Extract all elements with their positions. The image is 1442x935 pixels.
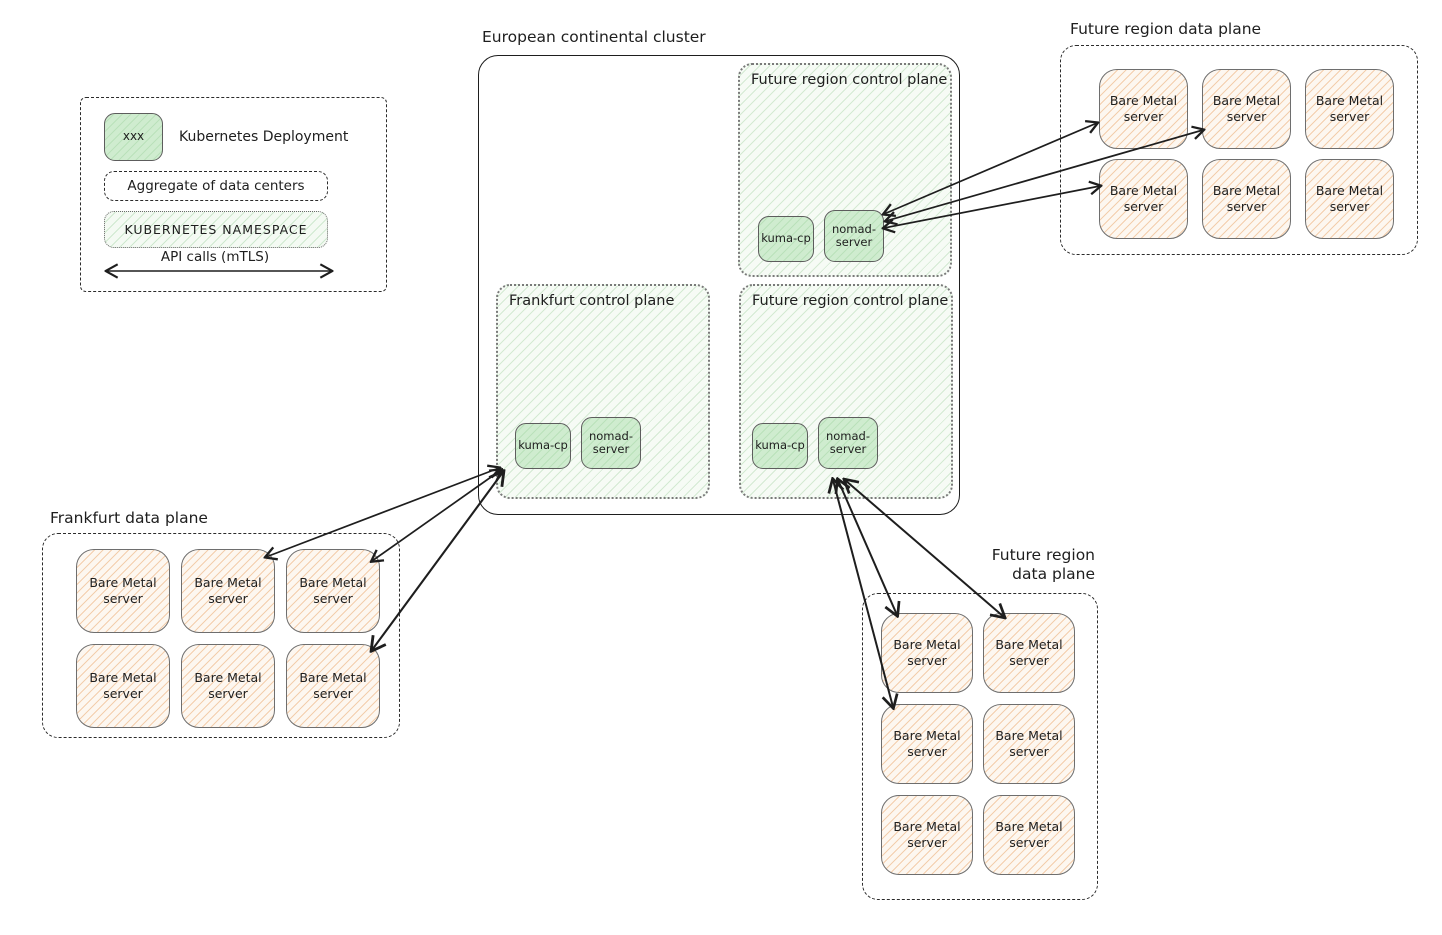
deployments-row: kuma-cp nomad-server [515,417,641,469]
deployment-legend-label: Kubernetes Deployment [179,129,349,145]
deployment-sample-label: xxx [122,129,145,144]
aggregate-legend-sample: Aggregate of data centers [104,171,328,201]
control-plane-title: Future region control plane [751,72,948,88]
bare-metal-server: Bare Metal server [181,644,275,728]
deployments-row: kuma-cp nomad-server [752,417,878,469]
data-plane-future-region-ne: Bare Metal server Bare Metal server Bare… [1060,45,1418,255]
bare-metal-server: Bare Metal server [76,549,170,633]
control-plane-title: Future region control plane [752,293,949,309]
bare-metal-server: Bare Metal server [1305,69,1394,149]
legend-box: xxx Kubernetes Deployment Aggregate of d… [80,97,387,292]
data-plane-title-future-region-ne: Future region data plane [1070,20,1262,38]
control-plane-frankfurt: Frankfurt control plane kuma-cp nomad-se… [496,284,710,499]
bare-metal-server: Bare Metal server [881,795,973,875]
api-calls-legend-label: API calls (mTLS) [160,249,270,265]
bare-metal-server: Bare Metal server [1305,159,1394,239]
bare-metal-server: Bare Metal server [1099,69,1188,149]
nomad-server-deployment: nomad-server [581,417,641,469]
control-plane-title: Frankfurt control plane [509,293,675,309]
bare-metal-server: Bare Metal server [1202,69,1291,149]
bare-metal-server: Bare Metal server [1099,159,1188,239]
data-plane-title-frankfurt: Frankfurt data plane [50,509,208,527]
data-plane-frankfurt: Bare Metal server Bare Metal server Bare… [42,533,400,738]
bare-metal-server: Bare Metal server [881,704,973,784]
deployments-row: kuma-cp nomad-server [758,210,884,262]
api-calls-arrow [99,263,339,279]
control-plane-future-region-top: Future region control plane kuma-cp noma… [738,63,952,277]
bare-metal-server: Bare Metal server [286,644,380,728]
legend-deployment-row: xxx Kubernetes Deployment [104,113,348,161]
bare-metal-server: Bare Metal server [76,644,170,728]
bare-metal-server: Bare Metal server [181,549,275,633]
kuma-cp-deployment: kuma-cp [515,423,571,469]
bare-metal-server: Bare Metal server [1202,159,1291,239]
kuma-cp-deployment: kuma-cp [752,423,808,469]
nomad-server-deployment: nomad-server [824,210,884,262]
kuma-cp-deployment: kuma-cp [758,216,814,262]
data-plane-future-region-se: Bare Metal server Bare Metal server Bare… [862,593,1098,900]
control-plane-future-region-bottom: Future region control plane kuma-cp noma… [739,284,953,499]
bare-metal-server: Bare Metal server [983,704,1075,784]
nomad-server-deployment: nomad-server [818,417,878,469]
cluster-title: European continental cluster [482,28,706,46]
european-continental-cluster: Future region control plane kuma-cp noma… [478,55,960,515]
bare-metal-server: Bare Metal server [983,613,1075,693]
bare-metal-server: Bare Metal server [286,549,380,633]
data-plane-title-future-region-se: Future region data plane [991,546,1095,583]
namespace-legend-sample: KUBERNETES NAMESPACE [104,211,328,248]
kubernetes-deployment-sample: xxx [104,113,163,161]
bare-metal-server: Bare Metal server [983,795,1075,875]
bare-metal-server: Bare Metal server [881,613,973,693]
